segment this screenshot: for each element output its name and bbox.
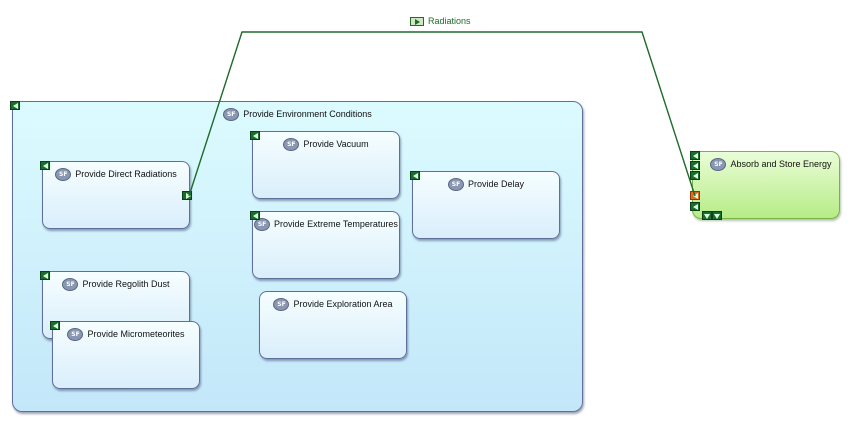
sf-badge-icon: SF	[283, 137, 300, 151]
function-title: SF Provide Exploration Area	[260, 292, 406, 316]
function-title: SF Provide Micrometeorites	[53, 322, 199, 346]
function-absorb-and-store-energy[interactable]: SF Absorb and Store Energy	[692, 151, 840, 219]
function-label: Provide Exploration Area	[293, 299, 393, 309]
exchange-label-text: Radiations	[428, 16, 471, 26]
function-provide-delay[interactable]: SF Provide Delay	[412, 171, 560, 239]
function-title: SF Provide Vacuum	[253, 132, 399, 156]
function-provide-vacuum[interactable]: SF Provide Vacuum	[252, 131, 400, 199]
function-label: Provide Vacuum	[303, 139, 369, 149]
function-title: SF Provide Direct Radiations	[43, 162, 189, 186]
sf-badge-icon: SF	[55, 167, 72, 181]
sf-badge-icon: SF	[710, 157, 727, 171]
sf-badge-icon: SF	[223, 107, 240, 121]
input-port-icon[interactable]	[40, 271, 50, 280]
function-label: Provide Extreme Temperatures	[274, 219, 398, 229]
port-down-icon[interactable]	[712, 211, 722, 220]
input-port-icon[interactable]	[250, 211, 260, 220]
input-port-icon[interactable]	[690, 171, 700, 180]
function-label: Provide Direct Radiations	[75, 169, 177, 179]
function-title: SF Provide Environment Conditions	[13, 102, 582, 126]
sf-badge-icon: SF	[254, 217, 271, 231]
input-port-icon[interactable]	[50, 321, 60, 330]
function-provide-micrometeorites[interactable]: SF Provide Micrometeorites	[52, 321, 200, 389]
input-port-icon[interactable]	[250, 131, 260, 140]
function-label: Provide Micrometeorites	[87, 329, 185, 339]
function-title: SF Absorb and Store Energy	[693, 152, 839, 176]
sf-badge-icon: SF	[273, 297, 290, 311]
sf-badge-icon: SF	[447, 177, 464, 191]
sf-badge-icon: SF	[67, 327, 84, 341]
input-port-icon[interactable]	[690, 151, 700, 160]
input-port-icon[interactable]	[410, 171, 420, 180]
function-provide-exploration-area[interactable]: SF Provide Exploration Area	[259, 291, 407, 359]
function-label: Absorb and Store Energy	[730, 159, 832, 169]
sf-badge-icon: SF	[62, 277, 79, 291]
function-label: Provide Environment Conditions	[243, 109, 372, 119]
function-title: SF Provide Delay	[413, 172, 559, 196]
function-title: SF Provide Extreme Temperatures	[253, 212, 399, 236]
function-label: Provide Delay	[467, 179, 525, 189]
exchange-label[interactable]: Radiations	[410, 15, 471, 27]
input-port-icon[interactable]	[690, 202, 700, 211]
radiations-exchange-line[interactable]	[188, 31, 696, 197]
function-label: Provide Regolith Dust	[82, 279, 170, 289]
flow-icon	[410, 16, 424, 26]
input-port-icon[interactable]	[690, 161, 700, 170]
input-port-icon[interactable]	[10, 101, 20, 110]
output-port-icon[interactable]	[182, 191, 192, 200]
input-port-icon[interactable]	[40, 161, 50, 170]
port-down-icon[interactable]	[702, 211, 712, 220]
function-provide-extreme-temperatures[interactable]: SF Provide Extreme Temperatures	[252, 211, 400, 279]
function-title: SF Provide Regolith Dust	[43, 272, 189, 296]
